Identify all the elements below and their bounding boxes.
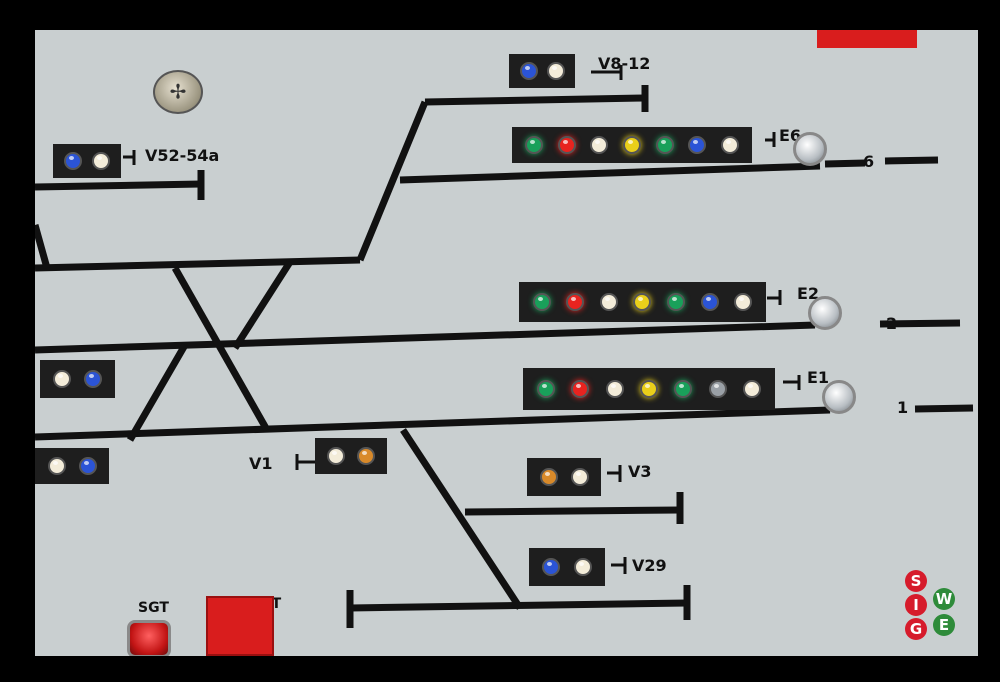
- track-v8-12: [424, 94, 646, 106]
- lamp-white: [734, 293, 753, 311]
- label-v8-12: V8-12: [598, 54, 651, 73]
- signal-plate-left-upper: [40, 360, 115, 398]
- lamp-white: [546, 62, 565, 80]
- lamp-white: [570, 468, 589, 486]
- sigwe-logo: S I G W E: [905, 570, 963, 650]
- lamp-white: [605, 380, 624, 398]
- track-diag-up: [356, 100, 429, 262]
- lamp-red: [571, 380, 590, 398]
- button-e1[interactable]: [822, 380, 856, 414]
- label-e2: E2: [797, 284, 820, 303]
- button-e6[interactable]: [793, 132, 827, 166]
- lamp-orange: [357, 447, 375, 465]
- lamp-blue: [700, 293, 719, 311]
- crossover-b: [232, 260, 293, 350]
- logo-letter-i: I: [905, 594, 927, 616]
- lamp-white: [720, 136, 739, 154]
- track-1-seg: [914, 404, 974, 413]
- lamp-white: [590, 136, 609, 154]
- screw-head: ✢: [153, 70, 203, 114]
- crossover-a: [171, 266, 271, 432]
- track-1: [35, 406, 831, 441]
- track-bottom: [349, 599, 688, 612]
- logo-letter-w: W: [933, 588, 955, 610]
- lamp-green: [674, 380, 693, 398]
- label-v29: V29: [632, 556, 667, 575]
- track-2-seg: [879, 319, 961, 328]
- label-sgt: SGT: [138, 600, 169, 616]
- lamp-blue: [64, 152, 82, 170]
- label-v3: V3: [628, 462, 652, 481]
- lamp-white: [327, 447, 345, 465]
- signal-plate-e2: [519, 282, 766, 322]
- lamp-red: [566, 293, 585, 311]
- signal-control-panel: ✢ V8-12 V52-54a E6 6 E2 2 E1 1 V1 V3 V29…: [35, 30, 978, 656]
- label-v52-54a: V52-54a: [145, 146, 220, 165]
- lamp-white: [574, 558, 592, 576]
- lamp-yellow: [639, 380, 658, 398]
- track-6-end: [824, 159, 866, 168]
- lamp-green: [532, 293, 551, 311]
- track-diag-left: [35, 224, 51, 269]
- lamp-yellow: [622, 136, 641, 154]
- red-indicator-block: [817, 30, 917, 48]
- lamp-clear: [708, 380, 727, 398]
- track-2: [35, 321, 816, 354]
- logo-letter-s: S: [905, 570, 927, 592]
- track-6: [399, 162, 821, 184]
- track-diagram: [35, 65, 974, 628]
- label-track-6: 6: [863, 152, 875, 171]
- crossover-c: [126, 343, 189, 442]
- lamp-green: [537, 380, 556, 398]
- lamp-orange: [539, 468, 558, 486]
- lamp-blue: [542, 558, 560, 576]
- lamp-green: [655, 136, 674, 154]
- label-track-1: 1: [897, 398, 909, 417]
- track-main-upper: [35, 256, 361, 272]
- track-v52: [35, 180, 202, 191]
- lamp-white: [92, 152, 110, 170]
- signal-plate-v1: [315, 438, 387, 474]
- signal-plate-e1: [523, 368, 775, 410]
- lamp-white: [599, 293, 618, 311]
- signal-plate-left-lower: [35, 448, 109, 484]
- label-track-2: 2: [886, 314, 898, 333]
- sgt-button[interactable]: [127, 620, 171, 656]
- label-v1: V1: [249, 454, 273, 473]
- label-e1: E1: [807, 368, 830, 387]
- lamp-white: [47, 457, 66, 475]
- signal-plate-v29: [529, 548, 605, 586]
- lamp-yellow: [633, 293, 652, 311]
- logo-letter-g: G: [905, 618, 927, 640]
- ugt-button[interactable]: [206, 596, 274, 656]
- signal-plate-v3: [527, 458, 601, 496]
- lamp-red: [557, 136, 576, 154]
- lamp-white: [742, 380, 761, 398]
- track-v3: [464, 506, 681, 516]
- logo-letter-e: E: [933, 614, 955, 636]
- lamp-green: [667, 293, 686, 311]
- lamp-blue: [84, 370, 103, 388]
- lamp-blue: [78, 457, 97, 475]
- signal-plate-e6: [512, 127, 752, 163]
- track-branch-down: [400, 428, 523, 610]
- signal-plate-v8-12: [509, 54, 575, 88]
- track-6-seg: [884, 156, 939, 165]
- button-e2[interactable]: [808, 296, 842, 330]
- lamp-green: [525, 136, 544, 154]
- signal-plate-v52-54a: [53, 144, 121, 178]
- lamp-blue: [519, 62, 538, 80]
- lamp-white: [52, 370, 71, 388]
- lamp-blue: [688, 136, 707, 154]
